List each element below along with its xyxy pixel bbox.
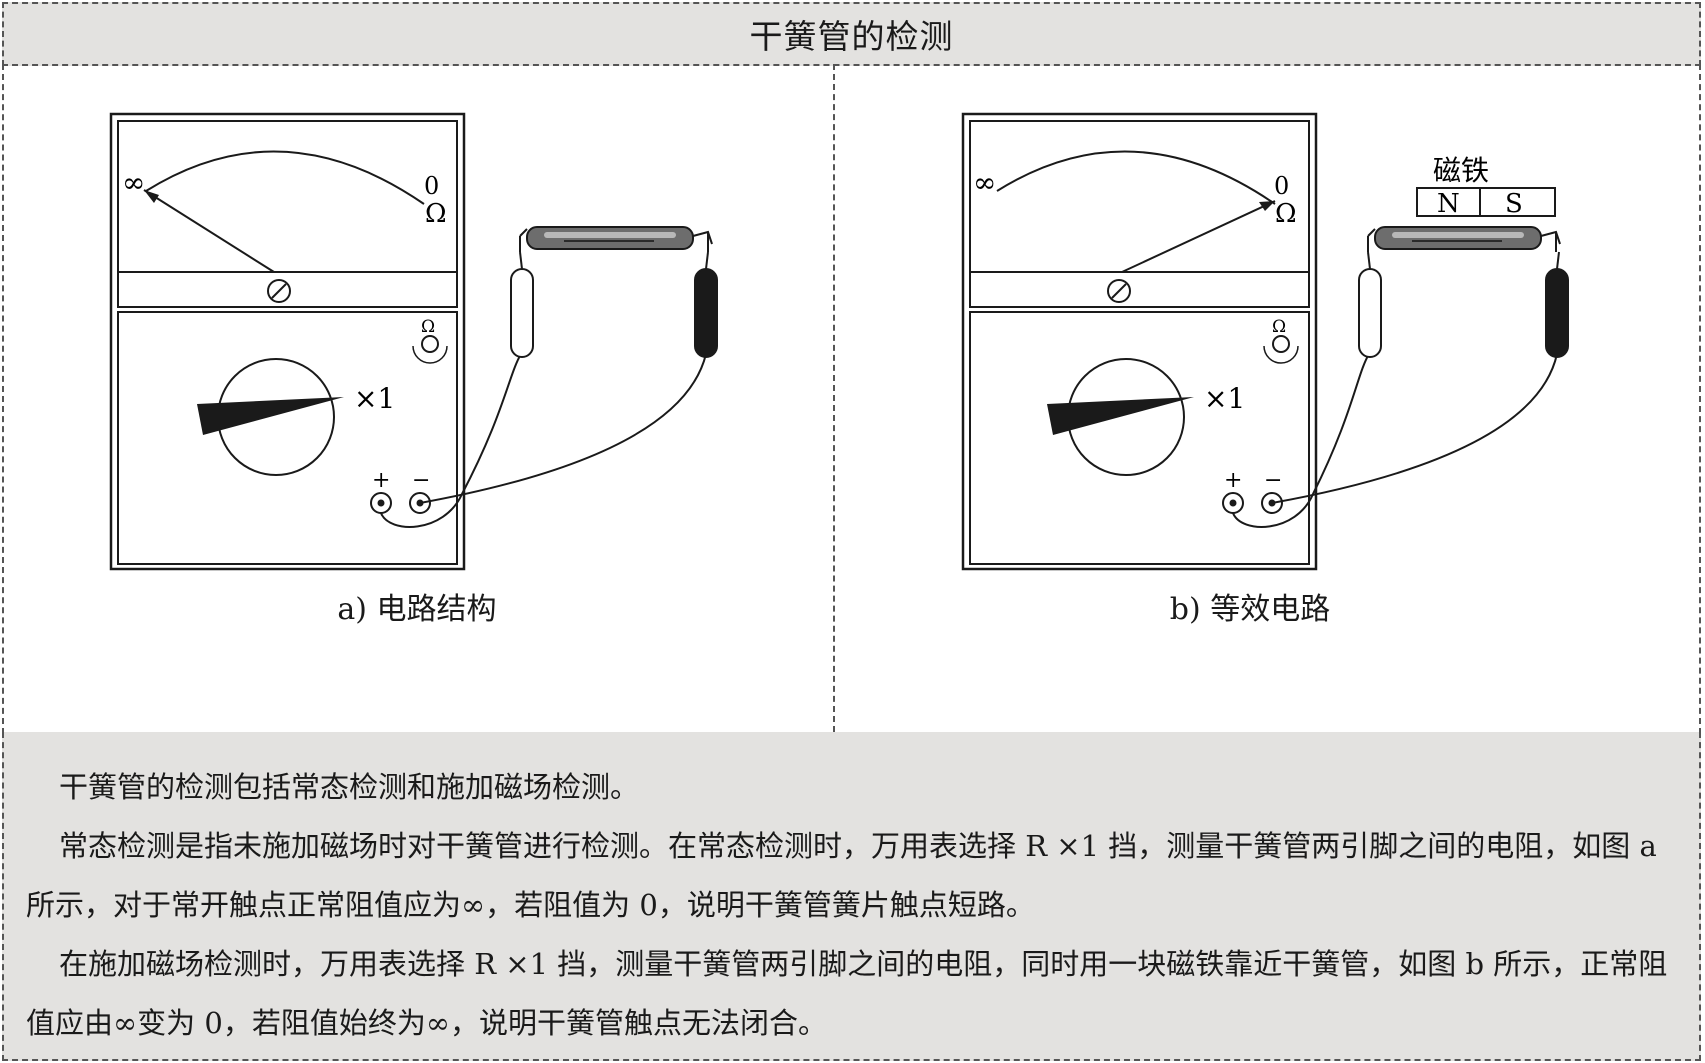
range-label: ×1	[1204, 382, 1245, 415]
figure-row: ∞ 0 Ω Ω ×1 + −	[2, 64, 1701, 734]
ohm-adjust-symbol: Ω	[1272, 317, 1286, 337]
figure-a: ∞ 0 Ω Ω ×1 + −	[4, 64, 830, 732]
page-title: 干簧管的检测	[2, 2, 1701, 66]
needle-tip	[144, 190, 159, 203]
probe-black	[1545, 268, 1569, 358]
ohm-adjust-arrow	[412, 345, 448, 364]
probe-red	[510, 268, 534, 358]
terminal-minus-label: −	[1264, 468, 1282, 493]
multimeter-diagram-a: ∞ 0 Ω Ω ×1 + −	[109, 112, 718, 571]
scale-ohm: Ω	[425, 199, 447, 229]
dial-window	[117, 120, 458, 308]
ohm-adjust-knob	[421, 335, 439, 353]
test-lead-red	[1232, 353, 1370, 528]
scale-ohm: Ω	[1275, 199, 1297, 229]
scale-zero: 0	[1274, 172, 1289, 200]
scale-infinity: ∞	[122, 166, 145, 199]
figure-b: ∞ 0 Ω Ω ×1 + −	[837, 64, 1663, 732]
terminal-minus	[409, 492, 431, 514]
ohm-adjust-arrow	[1263, 345, 1299, 364]
zero-screw	[267, 279, 291, 303]
ohm-adjust-knob	[1272, 335, 1290, 353]
scale-arc	[145, 150, 425, 205]
scale-arc	[996, 150, 1276, 205]
ohm-adjust-symbol: Ω	[421, 317, 435, 337]
multimeter-diagram-b: ∞ 0 Ω Ω ×1 + −	[961, 112, 1569, 571]
zero-screw-slot	[1111, 283, 1127, 299]
range-pointer	[197, 397, 344, 435]
probe-red	[1358, 268, 1382, 358]
scale-zero: 0	[424, 172, 439, 200]
description-paragraph: 常态检测是指未施加磁场时对干簧管进行检测。在常态检测时，万用表选择 R ×1 挡…	[26, 829, 1657, 922]
range-label: ×1	[354, 382, 395, 415]
reed-lead-right	[1540, 230, 1561, 245]
control-panel	[969, 311, 1310, 565]
terminal-plus-label: +	[372, 468, 390, 493]
terminal-minus	[1261, 492, 1283, 514]
zero-screw-slot	[271, 283, 287, 299]
meter-needle	[1121, 200, 1276, 273]
magnet	[1416, 187, 1556, 217]
description-paragraph: 在施加磁场检测时，万用表选择 R ×1 挡，测量干簧管两引脚之间的电阻，同时用一…	[26, 947, 1668, 1040]
zero-screw	[1107, 279, 1131, 303]
range-pointer	[1047, 397, 1194, 435]
panel-divider	[833, 64, 835, 732]
magnet-south: S	[1505, 189, 1523, 219]
meter-body	[961, 112, 1318, 571]
magnet-north: N	[1437, 189, 1460, 219]
meter-body	[109, 112, 466, 571]
magnet-label: 磁铁	[1433, 154, 1489, 187]
terminal-plus-label: +	[1224, 468, 1242, 493]
description-box: 干簧管的检测包括常态检测和施加磁场检测。 常态检测是指未施加磁场时对干簧管进行检…	[2, 732, 1701, 1061]
figure-a-caption: a) 电路结构	[337, 592, 497, 627]
needle-tip	[1259, 201, 1275, 211]
test-lead-red	[380, 353, 522, 528]
test-lead-black	[419, 353, 707, 504]
scale-infinity: ∞	[973, 166, 996, 199]
dial-window	[969, 120, 1310, 308]
figure-b-caption: b) 等效电路	[1169, 592, 1331, 627]
reed-lead-right	[692, 230, 713, 245]
test-lead-black	[1271, 353, 1558, 504]
probe-black	[694, 268, 718, 358]
description-paragraph: 干簧管的检测包括常态检测和施加磁场检测。	[59, 770, 640, 804]
terminal-minus-label: −	[412, 468, 430, 493]
control-panel	[117, 311, 458, 565]
meter-needle	[143, 189, 275, 273]
